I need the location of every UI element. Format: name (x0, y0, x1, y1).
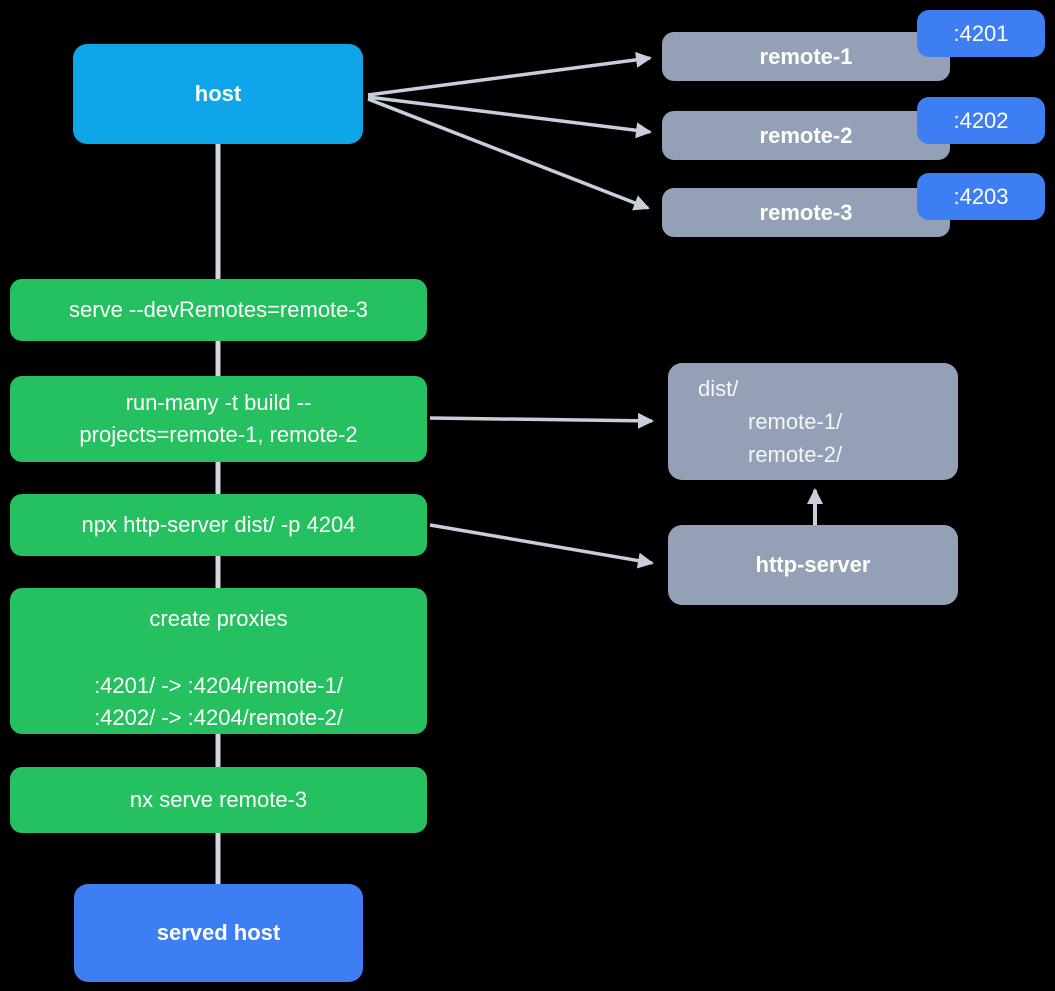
port-badge-4202-label: :4202 (953, 107, 1009, 133)
dist-folder-node: dist/ remote-1/ remote-2/ (668, 363, 958, 480)
arrow-host-to-remote-1 (367, 51, 652, 97)
dist-entry-remote-2: remote-2/ (748, 442, 843, 467)
create-proxies-title: create proxies (149, 606, 288, 631)
remote-1-label: remote-1 (759, 43, 853, 69)
remote-2-node: remote-2 (662, 111, 950, 160)
remote-1-node: remote-1 (662, 32, 950, 81)
command-nx-serve-remote-3: nx serve remote-3 (10, 767, 427, 833)
command-run-many-line-2: projects=remote-1, remote-2 (79, 422, 358, 447)
command-run-many-line-1: run-many -t build -- (125, 390, 312, 415)
port-badge-4203-label: :4203 (953, 183, 1009, 209)
proxy-rule-4201: :4201/ -> :4204/remote-1/ (94, 673, 343, 698)
arrow-host-to-remote-2 (367, 95, 652, 139)
port-badge-4203: :4203 (917, 173, 1045, 220)
arrow-npx-to-http-server (429, 523, 654, 569)
remote-2-label: remote-2 (759, 122, 853, 148)
command-npx-http-server-label: npx http-server dist/ -p 4204 (81, 512, 356, 537)
remote-3-label: remote-3 (759, 199, 853, 225)
host-node: host (73, 44, 363, 144)
proxy-rule-4202: :4202/ -> :4204/remote-2/ (94, 705, 343, 730)
command-serve-dev-remotes: serve --devRemotes=remote-3 (10, 279, 427, 341)
dist-entry-remote-1: remote-1/ (748, 409, 843, 434)
port-badge-4201: :4201 (917, 10, 1045, 57)
port-badge-4201-label: :4201 (953, 20, 1009, 46)
command-serve-dev-remotes-label: serve --devRemotes=remote-3 (69, 297, 368, 322)
host-label: host (194, 81, 242, 106)
http-server-label: http-server (755, 552, 871, 577)
http-server-node: http-server (668, 525, 958, 605)
remote-3-node: remote-3 (662, 188, 950, 237)
command-npx-http-server: npx http-server dist/ -p 4204 (10, 494, 427, 556)
command-run-many-build: run-many -t build -- projects=remote-1, … (10, 376, 427, 462)
arrow-host-to-remote-3 (367, 97, 650, 211)
arrow-run-many-to-dist (429, 412, 654, 429)
command-nx-serve-remote-3-label: nx serve remote-3 (129, 787, 308, 812)
port-badge-4202: :4202 (917, 97, 1045, 144)
served-host-node: served host (74, 884, 363, 982)
served-host-label: served host (156, 920, 281, 945)
command-create-proxies: create proxies :4201/ -> :4204/remote-1/… (10, 588, 427, 734)
dist-folder-title: dist/ (698, 376, 739, 401)
